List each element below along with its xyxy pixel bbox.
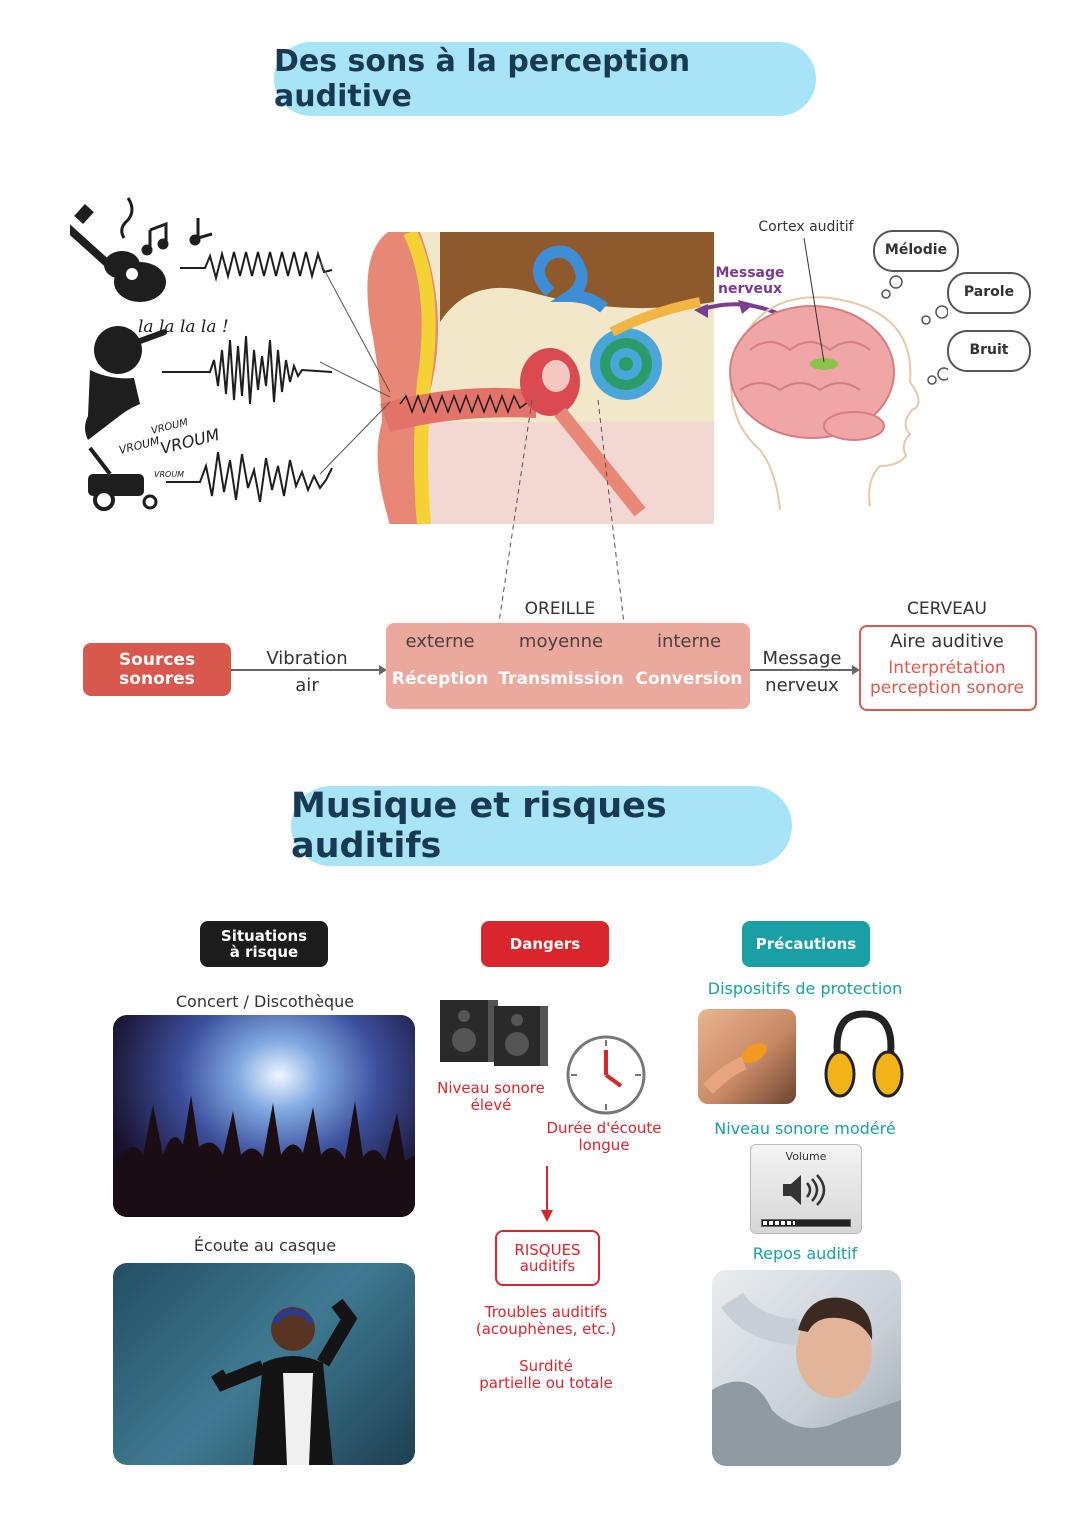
sources-sonores-text: Sources sonores (118, 649, 196, 689)
moderate-label: Niveau sonore modéré (714, 1119, 896, 1138)
ear-part-interne: interne (656, 631, 722, 652)
thought-bruit-text: Bruit (969, 342, 1009, 359)
cortex-pointer-line (803, 237, 825, 363)
engine-text-4: VROUM (154, 470, 184, 479)
thought-parole-text: Parole (963, 284, 1015, 301)
speaker-icon (440, 1000, 548, 1066)
volume-slider-fill (763, 1221, 795, 1225)
surdite-label: Surdité partielle ou totale (479, 1357, 613, 1393)
nerve-message-label: Message nerveux (715, 265, 785, 298)
ear-part-moyenne: moyenne (518, 631, 604, 652)
earplug-icon (698, 1009, 796, 1104)
vibration-air-label: Vibration air (266, 648, 348, 696)
ear-cross-section-illustration (320, 232, 714, 525)
headphones-caption: Écoute au casque (193, 1236, 337, 1255)
thought-bubble-bruit: Bruit (947, 330, 1031, 372)
precautions-badge-text: Précautions (755, 934, 857, 953)
oreille-title: OREILLE (524, 599, 596, 619)
clock-icon (566, 1035, 646, 1115)
lawnmower-icon (88, 446, 158, 511)
troubles-label: Troubles auditifs (acouphènes, etc.) (475, 1303, 617, 1339)
dangers-badge: Dangers (481, 921, 609, 967)
concert-caption: Concert / Discothèque (175, 992, 355, 1011)
dangers-badge-text: Dangers (509, 934, 581, 953)
arrow-sources-to-ear (231, 665, 387, 675)
repos-label: Repos auditif (752, 1244, 858, 1263)
earplug-drawing (703, 1043, 767, 1094)
singing-text: la la la la ! (138, 317, 229, 337)
sound-sources-illustration: la la la la ! VROUM VROUM VROUM VROUM (70, 197, 333, 511)
risques-box-text: RISQUES auditifs (514, 1240, 581, 1275)
guitar-icon (70, 204, 166, 302)
volume-label: Volume (785, 1150, 827, 1163)
volume-icon: Volume (750, 1144, 862, 1234)
concert-photo (113, 1015, 415, 1217)
crowd-silhouette (113, 1095, 415, 1217)
thought-bubble-melodie: Mélodie (873, 230, 959, 272)
arrow-down-icon (541, 1166, 553, 1222)
precautions-badge: Précautions (742, 921, 870, 967)
cerveau-box (859, 625, 1037, 711)
aire-auditive-label: Aire auditive (890, 631, 1004, 652)
singer-icon (85, 326, 168, 440)
section1-title: Des sons à la perception auditive (274, 42, 816, 116)
resting-man-drawing (712, 1292, 901, 1466)
duree-longue-label: Durée d'écoute longue (546, 1119, 662, 1155)
risques-box: RISQUES auditifs (495, 1230, 600, 1286)
engine-text-1: VROUM (118, 434, 162, 457)
protection-label: Dispositifs de protection (707, 979, 903, 998)
thought-melodie-text: Mélodie (884, 242, 948, 259)
volume-slider-track (761, 1219, 851, 1227)
arrow-ear-to-brain (750, 665, 860, 675)
oreille-box (386, 623, 750, 709)
cerveau-title: CERVEAU (907, 599, 987, 619)
earmuff-icon (824, 1010, 904, 1098)
sources-sonores-box: Sources sonores (83, 643, 231, 696)
ear-role-reception: Réception (391, 669, 489, 689)
situations-badge-text: Situations à risque (220, 926, 308, 961)
section2-title-text: Musique et risques auditifs (291, 786, 667, 866)
ear-part-externe: externe (405, 631, 475, 652)
head-brain-illustration (729, 296, 920, 510)
resting-man-photo (712, 1270, 901, 1466)
dancing-woman-silhouette (210, 1298, 358, 1465)
niveau-eleve-label: Niveau sonore élevé (437, 1079, 545, 1115)
ear-role-transmission: Transmission (498, 669, 624, 689)
cortex-label: Cortex auditif (758, 219, 854, 235)
thought-dots (881, 275, 948, 385)
thought-bubble-parole: Parole (947, 272, 1031, 314)
ear-role-conversion: Conversion (635, 669, 743, 689)
section2-title: Musique et risques auditifs (291, 786, 792, 866)
headphones-photo (113, 1263, 415, 1465)
situations-badge: Situations à risque (200, 921, 328, 967)
section1-title-text: Des sons à la perception auditive (274, 44, 691, 114)
music-notes-icon (120, 197, 213, 256)
interpretation-label: Interprétation perception sonore (870, 658, 1024, 698)
message-nerveux-label: Message nerveux (762, 648, 842, 696)
speaker-volume-glyph (783, 1174, 826, 1206)
